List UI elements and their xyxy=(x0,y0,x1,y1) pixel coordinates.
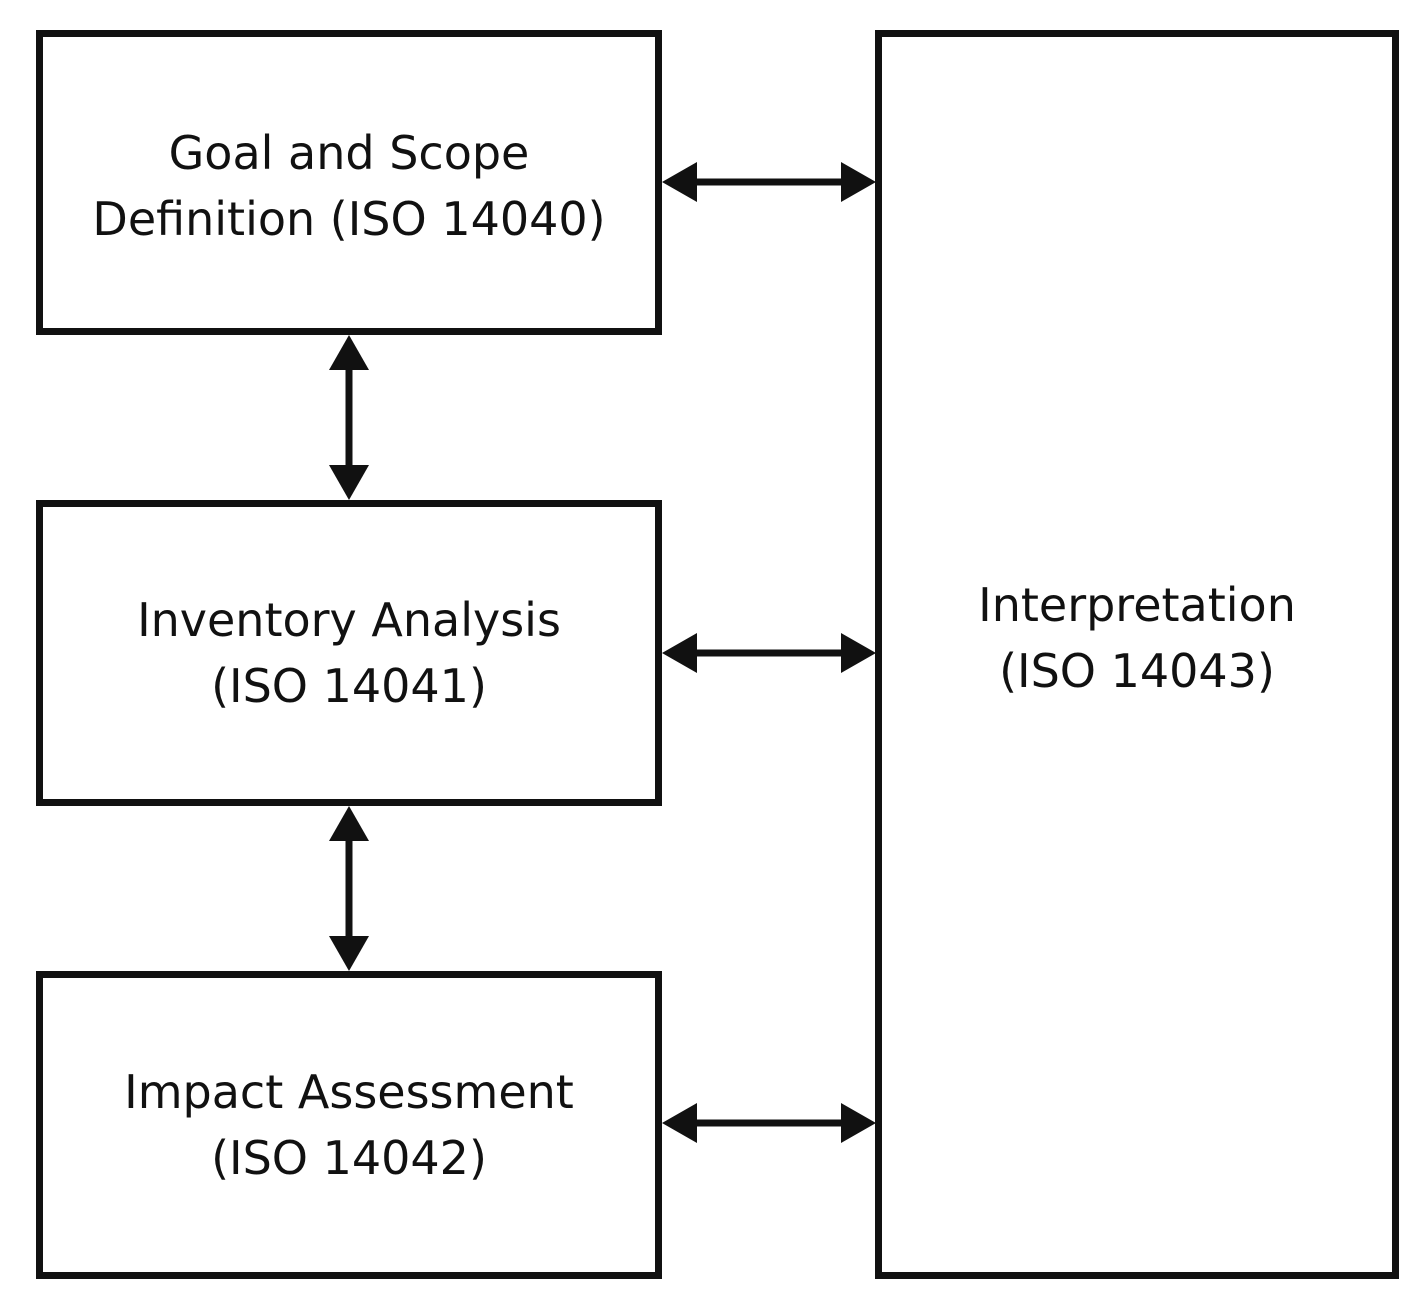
inventory-analysis-label: Inventory Analysis (ISO 14041) xyxy=(137,587,561,719)
goal-scope-label: Goal and Scope Definition (ISO 14040) xyxy=(92,120,605,252)
impact-assessment-standard: (ISO 14042) xyxy=(211,1131,487,1185)
inventory-analysis-title: Inventory Analysis xyxy=(137,593,561,647)
arrow-goal-inventory xyxy=(329,335,369,500)
goal-scope-box: Goal and Scope Definition (ISO 14040) xyxy=(36,30,662,335)
goal-scope-title: Goal and Scope xyxy=(168,125,530,180)
inventory-analysis-box: Inventory Analysis (ISO 14041) xyxy=(36,500,662,806)
goal-scope-standard: Definition (ISO 14040) xyxy=(92,191,606,246)
inventory-analysis-standard: (ISO 14041) xyxy=(211,659,487,713)
arrow-goal-interpretation xyxy=(662,162,876,202)
impact-assessment-box: Impact Assessment (ISO 14042) xyxy=(36,971,662,1279)
arrow-inventory-impact xyxy=(329,806,369,971)
arrow-inventory-interpretation xyxy=(662,633,876,673)
interpretation-standard: (ISO 14043) xyxy=(999,643,1275,698)
impact-assessment-label: Impact Assessment (ISO 14042) xyxy=(124,1059,574,1191)
arrow-impact-interpretation xyxy=(662,1103,876,1143)
interpretation-label: Interpretation (ISO 14043) xyxy=(978,572,1296,704)
impact-assessment-title: Impact Assessment xyxy=(124,1065,574,1119)
interpretation-title: Interpretation xyxy=(978,577,1296,632)
interpretation-box: Interpretation (ISO 14043) xyxy=(875,30,1399,1279)
